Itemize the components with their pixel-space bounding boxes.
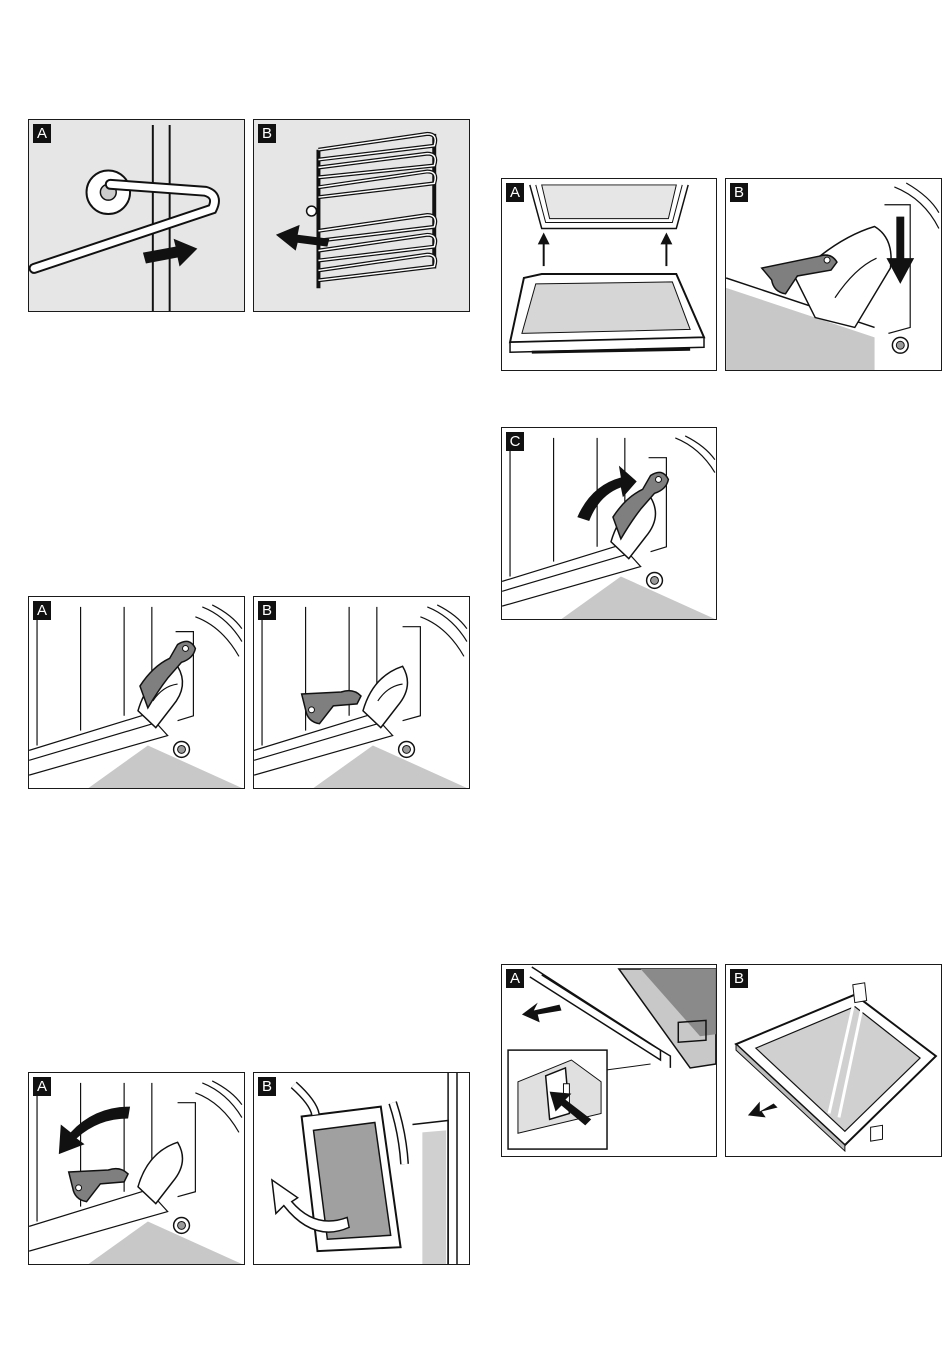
hinge-push-down-illustration xyxy=(726,179,941,370)
figure-1-panel-b: B xyxy=(253,119,470,312)
panel-label: C xyxy=(506,432,524,451)
hinge-closed-illustration xyxy=(29,597,244,788)
panel-label: A xyxy=(33,124,51,143)
panel-label: A xyxy=(506,183,524,202)
shelf-rack-illustration xyxy=(254,120,469,311)
panel-label: B xyxy=(730,969,748,988)
figure-5-panel-c: C xyxy=(501,427,717,620)
panel-label: B xyxy=(258,601,276,620)
panel-label: B xyxy=(258,1077,276,1096)
hook-rail-illustration xyxy=(29,120,244,311)
figure-6-panel-a: A xyxy=(501,964,717,1157)
hinge-open-illustration xyxy=(254,597,469,788)
panel-label: A xyxy=(33,601,51,620)
hinge-rotate-down-illustration xyxy=(29,1073,244,1264)
glass-pane-illustration xyxy=(726,965,941,1156)
figure-4-panel-b: B xyxy=(725,178,942,371)
figure-3-panel-a: A xyxy=(28,1072,245,1265)
door-lift-illustration xyxy=(254,1073,469,1264)
panel-label: B xyxy=(258,124,276,143)
door-hang-illustration xyxy=(502,179,716,370)
figure-2-panel-b: B xyxy=(253,596,470,789)
panel-label: A xyxy=(33,1077,51,1096)
hinge-rotate-up-illustration xyxy=(502,428,716,619)
glass-cover-illustration xyxy=(502,965,716,1156)
figure-6-panel-b: B xyxy=(725,964,942,1157)
panel-label: B xyxy=(730,183,748,202)
figure-3-panel-b: B xyxy=(253,1072,470,1265)
panel-label: A xyxy=(506,969,524,988)
figure-4-panel-a: A xyxy=(501,178,717,371)
figure-2-panel-a: A xyxy=(28,596,245,789)
figure-1-panel-a: A xyxy=(28,119,245,312)
